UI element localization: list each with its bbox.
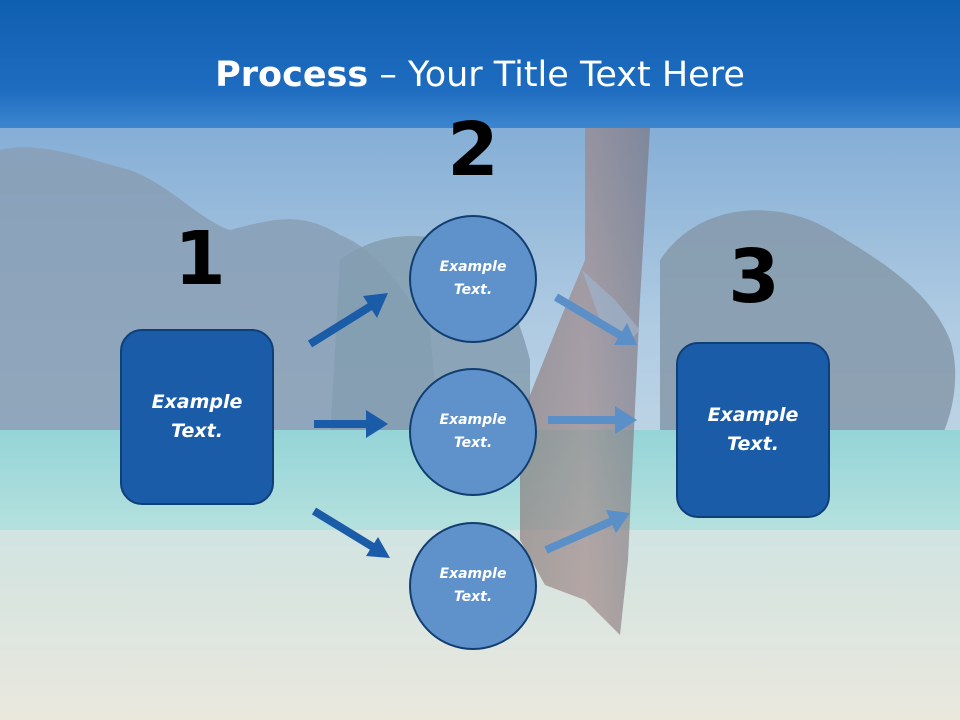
step-2-circle-bottom-label: Example Text.	[439, 566, 507, 605]
step-number-1: 1	[174, 216, 226, 302]
step-2-circle-top-label: Example Text.	[439, 259, 507, 298]
step-number-3: 3	[728, 234, 780, 320]
title-bold: Process	[215, 55, 369, 95]
step-1-label: Example Text.	[151, 391, 243, 442]
step-1-box: Example Text.	[120, 329, 274, 505]
slide-title: Process – Your Title Text Here	[0, 50, 960, 100]
arrow-top-to-3	[553, 293, 637, 345]
step-2-circle-top: Example Text.	[409, 215, 537, 343]
step-3-box: Example Text.	[676, 342, 830, 518]
arrow-1-to-top	[307, 293, 388, 348]
arrow-bottom-to-3	[544, 510, 630, 554]
title-rest: – Your Title Text Here	[368, 55, 745, 95]
step-2-circle-middle: Example Text.	[409, 368, 537, 496]
step-2-circle-middle-label: Example Text.	[439, 412, 507, 451]
arrow-1-to-middle	[314, 410, 388, 438]
title-bar	[0, 0, 960, 128]
step-3-label: Example Text.	[707, 404, 799, 455]
arrow-middle-to-3	[548, 406, 637, 434]
step-2-circle-bottom: Example Text.	[409, 522, 537, 650]
step-number-2: 2	[447, 107, 499, 193]
arrow-1-to-bottom	[311, 507, 390, 558]
